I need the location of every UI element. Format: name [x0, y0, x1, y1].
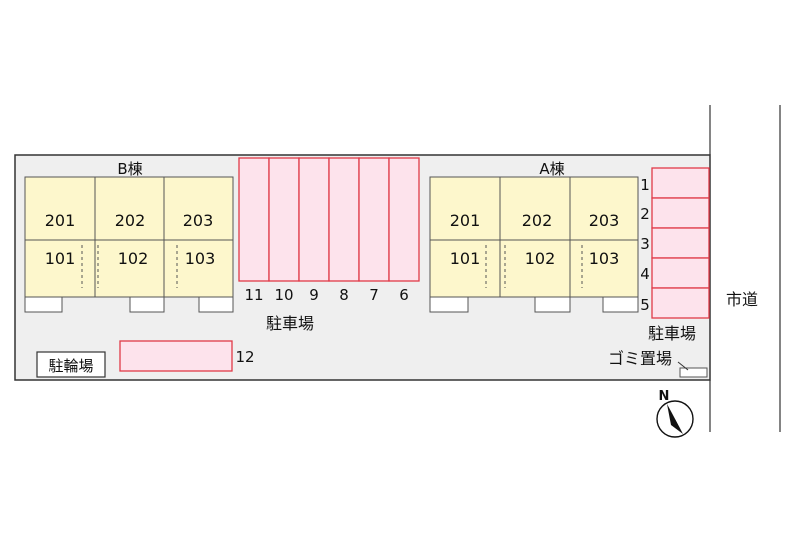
- unit-a-202: 202: [522, 211, 553, 230]
- unit-a-101: 101: [450, 249, 481, 268]
- parking-number-9: 9: [309, 286, 319, 304]
- unit-a-201: 201: [450, 211, 481, 230]
- parking-number-2: 2: [640, 205, 650, 223]
- parking-number-10: 10: [274, 286, 293, 304]
- bicycle-parking: 駐輪場: [36, 351, 106, 378]
- parking-number-7: 7: [369, 286, 379, 304]
- garbage-box: [679, 367, 708, 378]
- balcony: [602, 296, 639, 313]
- unit-b-203: 203: [183, 211, 214, 230]
- parking-space-9: [298, 157, 330, 282]
- unit-a-102: 102: [525, 249, 556, 268]
- parking-number-3: 3: [640, 235, 650, 253]
- balcony: [129, 296, 165, 313]
- unit-b-101: 101: [45, 249, 76, 268]
- side-parking-label: 駐車場: [648, 324, 696, 343]
- central-parking-label: 駐車場: [266, 314, 314, 333]
- building-b: B棟 201 202 203 101 102 103: [24, 160, 234, 313]
- balcony: [198, 296, 234, 313]
- parking-number-6: 6: [399, 286, 409, 304]
- parking-number-1: 1: [640, 176, 650, 194]
- balcony: [24, 296, 63, 313]
- parking-space-6: [388, 157, 420, 282]
- unit-b-201: 201: [45, 211, 76, 230]
- parking-number-8: 8: [339, 286, 349, 304]
- building-a-body: [429, 176, 639, 298]
- parking-space-12-group: 12: [119, 340, 255, 372]
- balcony: [429, 296, 469, 313]
- compass-north-label: N: [659, 389, 670, 404]
- central-parking: 11 10 9 8 7 6 駐車場: [238, 157, 420, 333]
- parking-space-3: [651, 227, 710, 259]
- unit-a-103: 103: [589, 249, 620, 268]
- unit-b-202: 202: [115, 211, 146, 230]
- parking-number-11: 11: [244, 286, 263, 304]
- parking-number-12: 12: [235, 348, 254, 366]
- building-b-body: [24, 176, 234, 298]
- parking-space-2: [651, 197, 710, 229]
- parking-space-4: [651, 257, 710, 289]
- building-a-label: A棟: [539, 160, 564, 178]
- unit-b-102: 102: [118, 249, 149, 268]
- compass-icon: N: [656, 389, 694, 438]
- parking-space-7: [358, 157, 390, 282]
- unit-a-203: 203: [589, 211, 620, 230]
- parking-space-11: [238, 157, 270, 282]
- unit-b-103: 103: [185, 249, 216, 268]
- garbage-label: ゴミ置場: [608, 349, 672, 368]
- parking-space-8: [328, 157, 360, 282]
- parking-number-4: 4: [640, 265, 650, 283]
- parking-space-5: [651, 287, 710, 319]
- balcony: [534, 296, 571, 313]
- garbage-area: ゴミ置場: [608, 349, 708, 378]
- building-a: A棟 201 202 203 101 102 103: [429, 160, 639, 313]
- bicycle-parking-box: [36, 351, 106, 378]
- building-b-label: B棟: [117, 160, 142, 178]
- parking-space-1: [651, 167, 710, 199]
- parking-space-12: [119, 340, 233, 372]
- parking-space-10: [268, 157, 300, 282]
- parking-number-5: 5: [640, 296, 650, 314]
- road-label: 市道: [726, 290, 758, 309]
- side-parking: 1 2 3 4 5 駐車場: [640, 167, 710, 343]
- bicycle-parking-label: 駐輪場: [48, 357, 93, 375]
